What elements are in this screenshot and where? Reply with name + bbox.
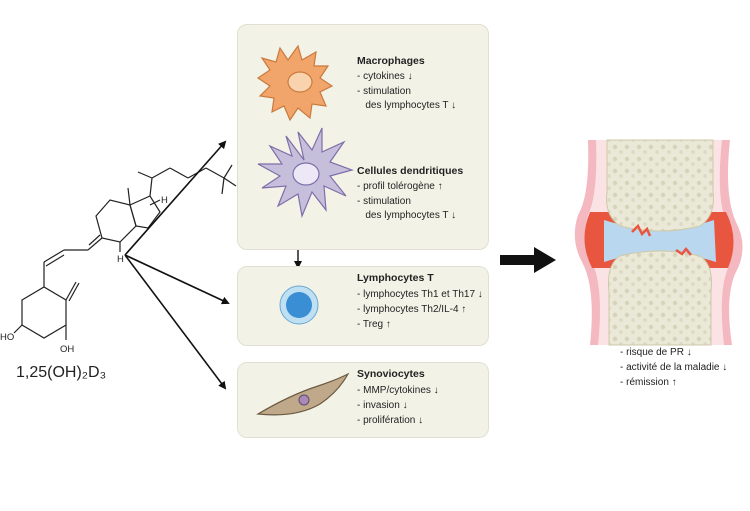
atom-h-bottom: H: [117, 254, 124, 265]
panel-synoviocytes: [237, 362, 489, 438]
dendritic-line-2: - stimulation: [357, 196, 411, 207]
atom-ho-left: HO: [0, 332, 14, 343]
outcome-2: - activité de la maladie ↓: [620, 362, 728, 373]
vitamin-d-structure: [13, 164, 237, 340]
synoviocytes-line-2: - invasion ↓: [357, 400, 408, 411]
dendritic-line-3: des lymphocytes T ↓: [357, 210, 457, 221]
macrophages-line-1: - cytokines ↓: [357, 71, 413, 82]
lymphocyte-icon: [279, 285, 319, 325]
atom-oh-bottom: OH: [60, 344, 74, 355]
dendritic-icon: [257, 127, 354, 219]
outcome-1: - risque de PR ↓: [620, 347, 692, 358]
panel-t-cells: [237, 266, 489, 346]
tcells-line-1: - lymphocytes Th1 et Th17 ↓: [357, 289, 483, 300]
joint-illustration: [574, 139, 743, 346]
synoviocytes-line-1: - MMP/cytokines ↓: [357, 385, 439, 396]
arrows-to-cells: [124, 140, 230, 390]
atom-h-top: H: [161, 195, 168, 206]
tcells-title: Lymphocytes T: [357, 272, 434, 284]
dendritic-line-1: - profil tolérogène ↑: [357, 181, 443, 192]
molecule-caption: 1,25(OH)₂D₃: [16, 364, 107, 381]
arrow-to-joint: [500, 247, 556, 273]
tcells-line-2: - lymphocytes Th2/IL-4 ↑: [357, 304, 467, 315]
tcells-line-3: - Treg ↑: [357, 319, 391, 330]
outcome-3: - rémission ↑: [620, 377, 677, 388]
dendritic-title: Cellules dendritiques: [357, 165, 464, 177]
synoviocyte-icon: [256, 372, 350, 416]
macrophages-line-3: des lymphocytes T ↓: [357, 100, 457, 111]
synoviocytes-title: Synoviocytes: [357, 368, 425, 380]
macrophage-icon: [256, 44, 334, 122]
macrophages-line-2: - stimulation: [357, 86, 411, 97]
macrophages-title: Macrophages: [357, 55, 425, 67]
synoviocytes-line-3: - prolifération ↓: [357, 415, 424, 426]
